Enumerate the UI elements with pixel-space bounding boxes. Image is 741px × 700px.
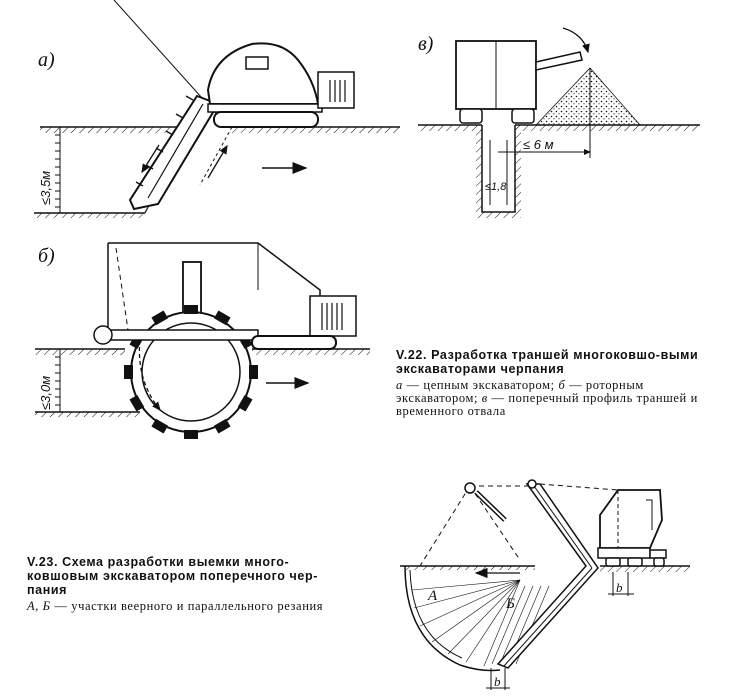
pulley xyxy=(527,479,537,489)
cable-line xyxy=(419,485,471,567)
width-label-v: ≤1,8 xyxy=(485,181,507,193)
carriage xyxy=(597,547,651,559)
depth-label-b: ≤3,0м xyxy=(38,376,53,410)
caption-number: V.23. xyxy=(27,555,59,569)
figure-v23: А Б b b xyxy=(400,479,690,690)
excavator-cab xyxy=(206,42,320,105)
figure-label-a: а) xyxy=(38,49,55,71)
figure-label-v: в) xyxy=(418,33,434,55)
rotation-arrow xyxy=(138,339,161,412)
engine-housing xyxy=(309,295,357,337)
caption-text: — цепным экскаватором; xyxy=(402,378,559,392)
caption-text: — участки веерного и параллельного резан… xyxy=(50,599,324,613)
wheel xyxy=(627,557,643,567)
wheel xyxy=(653,557,665,567)
ground-hatch xyxy=(252,349,370,355)
excavation-profile xyxy=(404,565,501,672)
discharge-conveyor xyxy=(535,51,583,71)
chain-arrow-down xyxy=(141,144,160,174)
crawler-track xyxy=(459,108,483,124)
engine-vents xyxy=(321,303,343,330)
trench-wall-hatch xyxy=(476,125,482,212)
excavation-profile-inner xyxy=(409,569,463,659)
ladder-inner xyxy=(533,485,593,569)
trench-wall-hatch xyxy=(515,125,521,212)
ground-hatch xyxy=(515,125,700,131)
caption-key: в xyxy=(481,391,488,405)
rotary-wheel-inner xyxy=(141,322,241,422)
fan-cutting-lines xyxy=(411,579,521,667)
wheel xyxy=(605,557,621,567)
cable-line xyxy=(469,485,521,561)
crawler-track xyxy=(511,108,535,124)
engine-vents xyxy=(329,80,346,102)
zone-label-b: Б xyxy=(505,596,515,612)
zone-label-a: А xyxy=(427,588,438,604)
caption-key: б xyxy=(558,378,566,392)
depth-label-a: ≤3,5м xyxy=(38,171,53,205)
caption-text: — поперечный профиль траншей и временног… xyxy=(396,391,698,418)
trench-bottom-hatch xyxy=(476,212,521,218)
rotation-arrow xyxy=(562,27,590,54)
caption-title: Разработка траншей многоковшо-выми экска… xyxy=(396,348,699,376)
caption-v22: V.22. Разработка траншей многоковшо-выми… xyxy=(396,348,716,418)
cab-window xyxy=(245,56,269,70)
frame-dashed-line xyxy=(115,247,129,331)
figure-b: б) ≤3,0м xyxy=(35,242,370,439)
engine-housing xyxy=(317,71,355,109)
conveyor-pulley xyxy=(93,325,113,345)
counterweight xyxy=(649,549,667,559)
cable-line xyxy=(539,483,619,491)
excavator-frame xyxy=(207,103,323,113)
caption-text: — роторным экскаватором; xyxy=(396,378,644,405)
caption-number: V.22. xyxy=(396,348,428,362)
caption-title: Схема разработки выемки много-ковшовым э… xyxy=(27,555,318,597)
reach-label-v: ≤ 6 м xyxy=(523,137,554,152)
ground-hatch xyxy=(232,127,400,133)
caption-key: А, Б xyxy=(27,599,51,613)
figure-a: а) ≤3,5м xyxy=(34,0,400,218)
trench-bottom-hatch xyxy=(34,213,145,218)
figure-v: в) ≤1,8 ≤ 6 м xyxy=(418,27,700,218)
spoil-pile xyxy=(535,67,641,126)
ground-hatch xyxy=(600,566,690,572)
ladder-inner xyxy=(503,567,593,667)
ground-hatch xyxy=(418,125,482,131)
crawler-track xyxy=(213,111,319,128)
b-label-top: b xyxy=(616,580,623,595)
crawler-track xyxy=(251,335,337,350)
boom-arm-inner xyxy=(475,491,506,521)
excavator-body xyxy=(599,489,663,549)
figure-label-b: б) xyxy=(38,245,55,267)
chain-boom-inner xyxy=(147,103,204,199)
caption-key: а xyxy=(396,378,403,392)
pulley xyxy=(464,482,476,494)
b-label-bottom: b xyxy=(494,674,501,689)
trench-bottom-hatch xyxy=(35,412,140,417)
chain-arrow-up xyxy=(207,144,228,179)
ground-hatch xyxy=(35,349,125,355)
digging-ladder xyxy=(496,483,599,669)
trench-profile xyxy=(481,125,516,213)
ground-hatch xyxy=(405,566,535,570)
caption-v23: V.23. Схема разработки выемки много-ковш… xyxy=(27,555,357,613)
trench-wall xyxy=(199,126,233,186)
conveyor xyxy=(107,329,259,341)
cab-detail xyxy=(646,499,653,530)
ground-hatch xyxy=(40,127,188,133)
